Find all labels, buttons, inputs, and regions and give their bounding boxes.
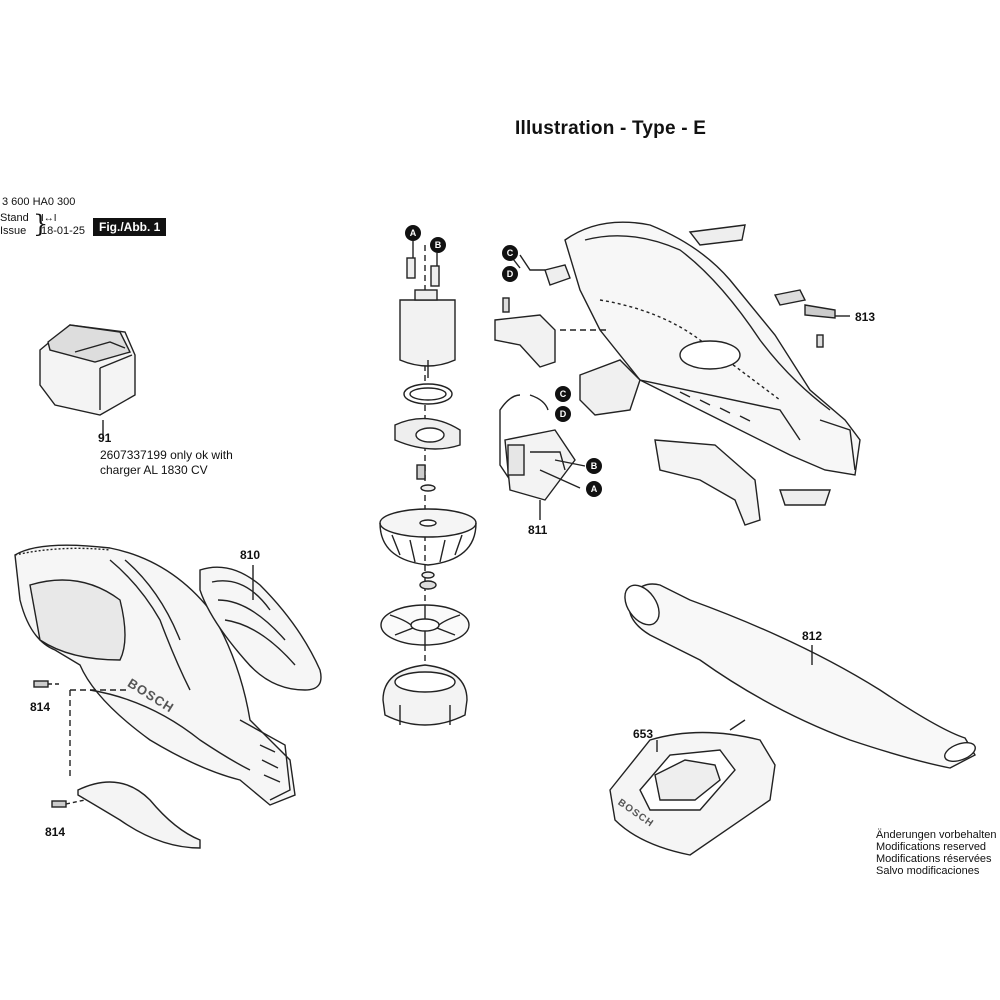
- connector-badge-c-mid: C: [555, 386, 571, 402]
- part-number-814b: 814: [45, 825, 66, 839]
- issue-date: 18-01-25: [41, 225, 86, 237]
- slide-lock-813: [773, 289, 850, 348]
- figure-label: Fig./Abb. 1: [93, 218, 167, 236]
- connector-parts-cd: [509, 254, 571, 286]
- cover-810: [199, 565, 322, 691]
- page-title: Illustration - Type - E: [515, 118, 707, 139]
- connector-badge-b-bottom: B: [586, 458, 602, 474]
- connector-badge-a-top: A: [405, 225, 421, 241]
- connector-badge-b-top: B: [430, 237, 446, 253]
- part-91-note-line1: 2607337199 only ok with: [100, 448, 233, 462]
- footnote-line2: Modifications reserved: [876, 841, 987, 853]
- connector-badge-c-top: C: [502, 245, 518, 261]
- air-deflector-clip: [77, 781, 201, 849]
- electronic-switch-811: [499, 394, 586, 520]
- connector-badge-d-mid: D: [555, 406, 571, 422]
- part-number-91: 91: [98, 431, 112, 445]
- part-number-810: 810: [240, 548, 261, 562]
- part-number-814a: 814: [30, 700, 51, 714]
- housing-right-shell: [560, 221, 861, 476]
- blower-tube-812: [624, 583, 976, 769]
- charger-653: [609, 719, 776, 856]
- screw-814b: [51, 799, 86, 808]
- part-number-812: 812: [802, 629, 823, 643]
- stand-label: Stand: [0, 212, 29, 224]
- footnote-line4: Salvo modificaciones: [876, 865, 980, 877]
- part-91-note-line2: charger AL 1830 CV: [100, 463, 208, 477]
- screw-814a: [33, 680, 60, 688]
- deflector-part: [654, 439, 761, 526]
- part-number-811: 811: [528, 523, 548, 537]
- stand-symbol: I↔I: [41, 213, 57, 224]
- stand-issue-block: Stand Issue: [0, 212, 29, 238]
- motor-assembly: [379, 245, 477, 726]
- modifications-note: Änderungen vorbehalten Modifications res…: [876, 829, 996, 877]
- issue-label: Issue: [0, 225, 27, 237]
- housing-left-shell: [14, 544, 296, 806]
- brace-symbol: }: [33, 210, 49, 238]
- grille-part: [579, 359, 641, 416]
- part-number-813: 813: [855, 310, 876, 324]
- part-number-653: 653: [633, 727, 654, 741]
- switch-block: [494, 297, 556, 368]
- battery-pack-91: [39, 324, 136, 440]
- document-number: 3 600 HA0 300: [2, 196, 76, 208]
- connector-badge-a-bottom: A: [586, 481, 602, 497]
- footnote-line1: Änderungen vorbehalten: [876, 829, 997, 841]
- part-91-note: 2607337199 only ok with charger AL 1830 …: [100, 448, 233, 478]
- connector-badge-d-top: D: [502, 266, 518, 282]
- footnote-line3: Modifications réservées: [876, 853, 992, 865]
